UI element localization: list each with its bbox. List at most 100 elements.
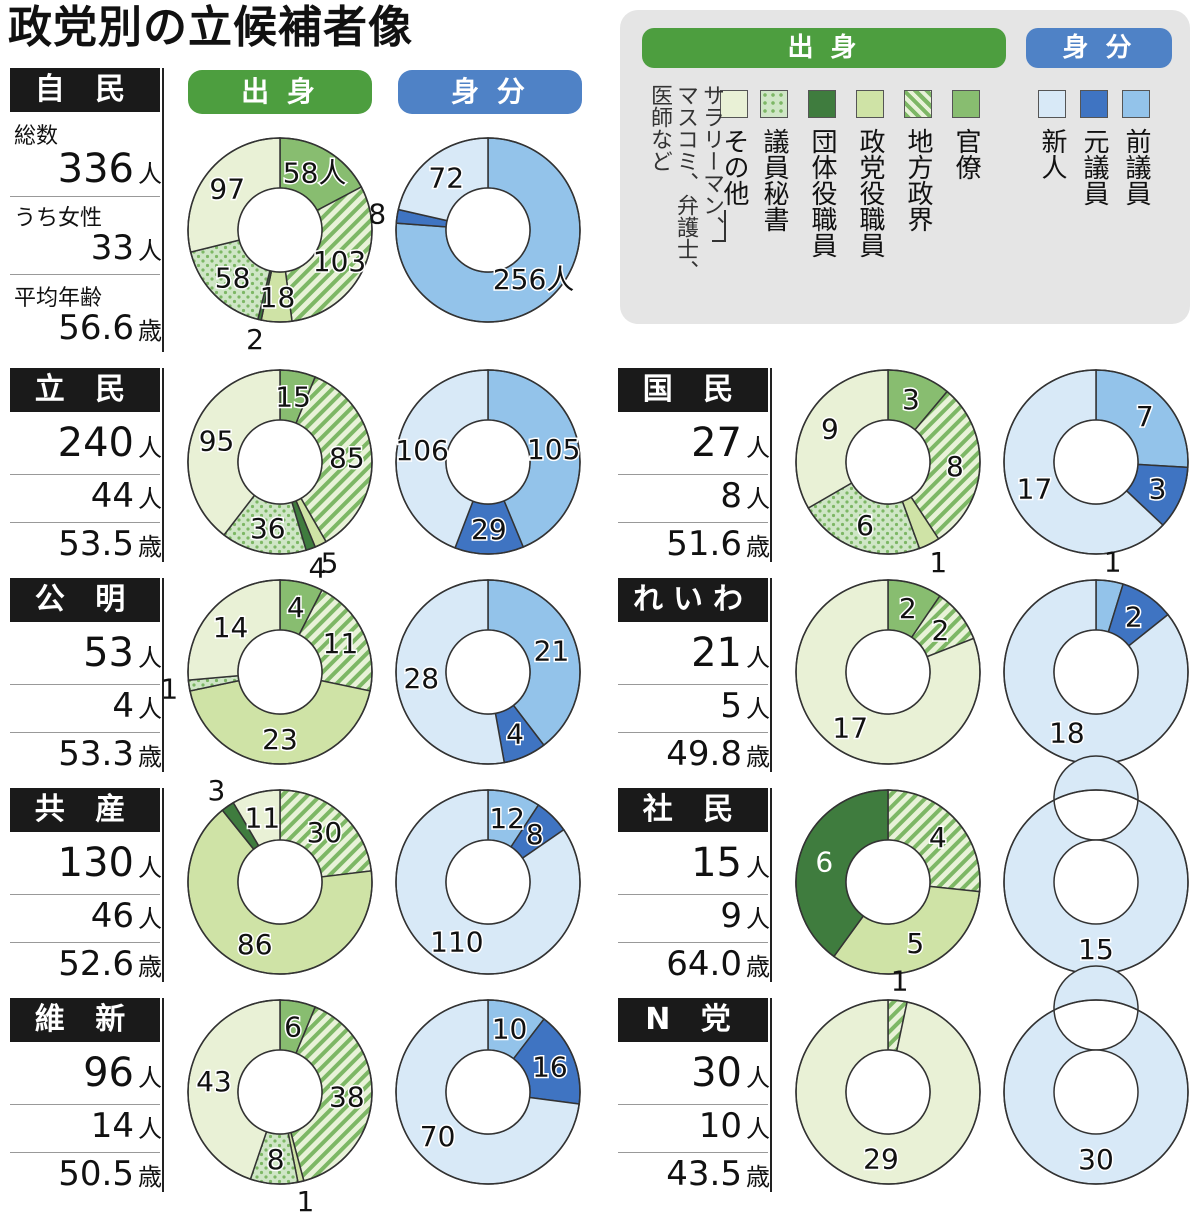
slice-label: 3 (1149, 473, 1167, 506)
legend-status-label-2: 新人 (1037, 128, 1067, 180)
donut-outline (795, 369, 981, 555)
slice-label: 12 (489, 802, 525, 835)
slice-label: 6 (815, 845, 833, 878)
donut-hole (1053, 629, 1139, 715)
slice-label: 2 (899, 592, 917, 625)
stat-label-women: うち女性 (14, 206, 103, 231)
slice-label: 4 (506, 717, 524, 750)
donut-outline (187, 999, 373, 1185)
legend-other-note-3: 医師など (647, 84, 672, 172)
slice-label: 6 (856, 509, 874, 542)
slice-label: 85 (329, 442, 365, 475)
slice-label: 103 (313, 245, 366, 278)
stat-label-age: 平均年齢 (14, 286, 103, 311)
donut-outline (187, 579, 373, 765)
legend-status-swatch-2 (1038, 90, 1066, 118)
slice-label: 2 (1125, 601, 1143, 634)
slice-label: 1 (160, 673, 178, 706)
donut-hole (237, 629, 323, 715)
legend-status-swatch-1 (1080, 90, 1108, 118)
slice-label: 30 (1078, 1143, 1114, 1176)
donut-outline (1003, 369, 1189, 555)
legend-swatch-1 (904, 90, 932, 118)
donut-hole (1053, 1049, 1139, 1135)
donut-hole (237, 419, 323, 505)
party-name: 自 民 (10, 68, 160, 112)
slice-label: 10 (492, 1013, 528, 1046)
donut-hole (445, 187, 531, 273)
slice-label: 5 (321, 546, 339, 579)
slice-label: 16 (532, 1050, 568, 1083)
slice-label: 106 (395, 434, 448, 467)
donut-hole (445, 419, 531, 505)
donut-chart: 129 (795, 965, 981, 1185)
legend-note-bracket (712, 210, 726, 242)
slice-label: 110 (430, 925, 483, 958)
party-name: れいわ (618, 578, 768, 622)
slice-label: 9 (821, 413, 839, 446)
stat-label-total: 総数 (14, 124, 59, 149)
party-name: 維 新 (10, 998, 160, 1042)
donut-hole (1053, 839, 1139, 925)
donut-outline (395, 369, 581, 555)
legend-label-3: 団体役職員 (807, 128, 837, 258)
slice-label: 72 (428, 162, 464, 195)
donut-hole (445, 839, 531, 925)
legend-status-label-1: 元議員 (1079, 128, 1109, 206)
slice-label: 3 (207, 774, 225, 807)
party-name: 共 産 (10, 788, 160, 832)
slice-label: 15 (1078, 933, 1114, 966)
donut-outline (795, 789, 981, 975)
donut-outline (1003, 999, 1189, 1185)
party-name: N 党 (618, 998, 768, 1042)
legend-label-2: 政党役職員 (855, 128, 885, 258)
slice-label: 8 (267, 1143, 285, 1176)
slice-label: 28 (403, 662, 439, 695)
donut-hole (845, 1049, 931, 1135)
status-header: 身 分 (398, 70, 582, 114)
slice-label: 36 (250, 512, 286, 545)
donut-outline (187, 369, 373, 555)
donut-hole (1053, 419, 1139, 505)
donut-hole (237, 1049, 323, 1135)
slice-label: 17 (1017, 473, 1053, 506)
donut-chart: 30 (1003, 965, 1189, 1185)
page-title: 政党別の立候補者像 (8, 2, 413, 53)
party-name: 社 民 (618, 788, 768, 832)
legend-label-4: 議員秘書 (759, 128, 789, 232)
legend-other-note-2: マスコミ、弁護士、 (673, 84, 698, 282)
slice-label: 38 (329, 1080, 365, 1113)
legend-swatch-4 (760, 90, 788, 118)
donut-outline (795, 579, 981, 765)
origin-header: 出 身 (188, 70, 372, 114)
legend-label-1: 地方政界 (903, 128, 933, 232)
legend-swatch-0 (952, 90, 980, 118)
slice-label: 95 (199, 424, 235, 457)
donut-hole (445, 629, 531, 715)
donut-outline (395, 999, 581, 1185)
slice-label: 3 (902, 383, 920, 416)
donut-hole (237, 839, 323, 925)
donut-outline (395, 579, 581, 765)
